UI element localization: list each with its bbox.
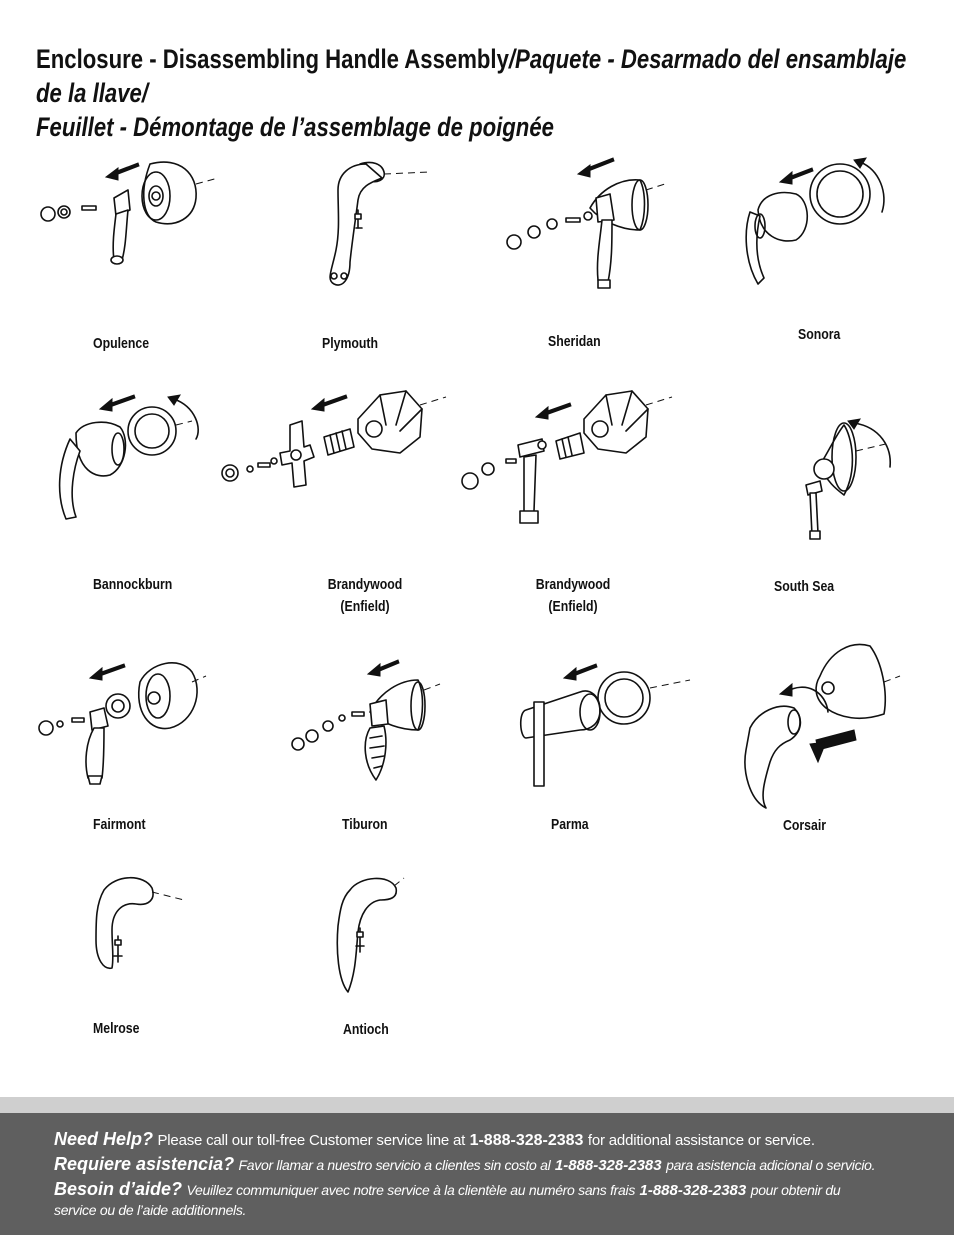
antioch-handle-diagram — [336, 877, 405, 993]
help-footer: Need Help? Please call our toll-free Cus… — [0, 1113, 954, 1235]
product-plymouth: Plymouth — [260, 150, 460, 360]
melrose-handle-diagram — [95, 877, 185, 969]
tiburon-handle-diagram — [291, 659, 441, 781]
fairmont-handle-diagram — [38, 662, 207, 785]
opulence-handle-diagram — [40, 161, 219, 265]
help-line-spanish: Requiere asistencia? Favor llamar a nues… — [54, 1154, 876, 1174]
phone-number: 1-888-328-2383 — [469, 1132, 584, 1149]
product-melrose: Melrose — [60, 870, 260, 1050]
product-fairmont: Fairmont — [30, 652, 230, 852]
product-label: Antioch — [343, 1021, 389, 1038]
page-title: Enclosure - Disassembling Handle Assembl… — [36, 42, 922, 144]
product-label: Plymouth — [322, 335, 379, 352]
product-label: Sheridan — [548, 333, 601, 350]
product-sheridan: Sheridan — [490, 150, 690, 360]
plymouth-handle-diagram — [329, 161, 431, 286]
help-line-french: Besoin d’aide? Veuillez communiquer avec… — [54, 1179, 841, 1199]
product-sublabel: (Enfield) — [548, 598, 598, 615]
product-label: Sonora — [798, 326, 841, 343]
phone-number: 1-888-328-2383 — [554, 1157, 662, 1174]
sheridan-handle-diagram — [506, 157, 666, 289]
product-opulence: Opulence — [30, 150, 230, 360]
phone-number: 1-888-328-2383 — [639, 1182, 747, 1199]
title-english: Enclosure - Disassembling Handle Assembl… — [36, 44, 509, 74]
product-label: South Sea — [774, 578, 835, 595]
title-spanish: /Paquete - Desarmado del ensamblaje de l… — [36, 44, 907, 108]
product-label: Tiburon — [342, 816, 388, 833]
product-south-sea: South Sea — [740, 385, 940, 605]
product-label: Melrose — [93, 1020, 140, 1037]
product-label: Opulence — [93, 335, 150, 352]
product-tiburon: Tiburon — [290, 652, 490, 852]
corsair-handle-diagram — [744, 643, 901, 809]
product-brandywood-lever: Brandywood (Enfield) — [450, 385, 690, 625]
product-label: Parma — [551, 816, 589, 833]
bannockburn-handle-diagram — [58, 394, 199, 520]
help-line-french-continued: service ou de l’aide additionnels. — [54, 1202, 247, 1218]
brandywood-lever-handle-diagram — [461, 390, 673, 524]
help-line-english: Need Help? Please call our toll-free Cus… — [54, 1129, 815, 1149]
product-antioch: Antioch — [300, 870, 500, 1050]
product-label: Brandywood — [327, 576, 403, 593]
title-french: Feuillet - Démontage de l’assemblage de … — [36, 112, 554, 142]
product-label: Brandywood — [535, 576, 611, 593]
sonora-handle-diagram — [745, 157, 885, 285]
parma-handle-diagram — [519, 663, 691, 787]
product-bannockburn: Bannockburn — [30, 385, 230, 605]
product-sonora: Sonora — [720, 150, 920, 360]
product-parma: Parma — [510, 652, 710, 852]
brandywood-cross-handle-diagram — [221, 390, 447, 488]
product-label: Fairmont — [93, 816, 146, 833]
footer-divider — [0, 1097, 954, 1113]
product-corsair: Corsair — [730, 632, 940, 852]
south-sea-handle-diagram — [805, 418, 891, 540]
product-brandywood-cross: Brandywood (Enfield) — [210, 385, 450, 625]
product-label: Bannockburn — [93, 576, 173, 593]
product-sublabel: (Enfield) — [340, 598, 390, 615]
product-label: Corsair — [783, 817, 827, 834]
